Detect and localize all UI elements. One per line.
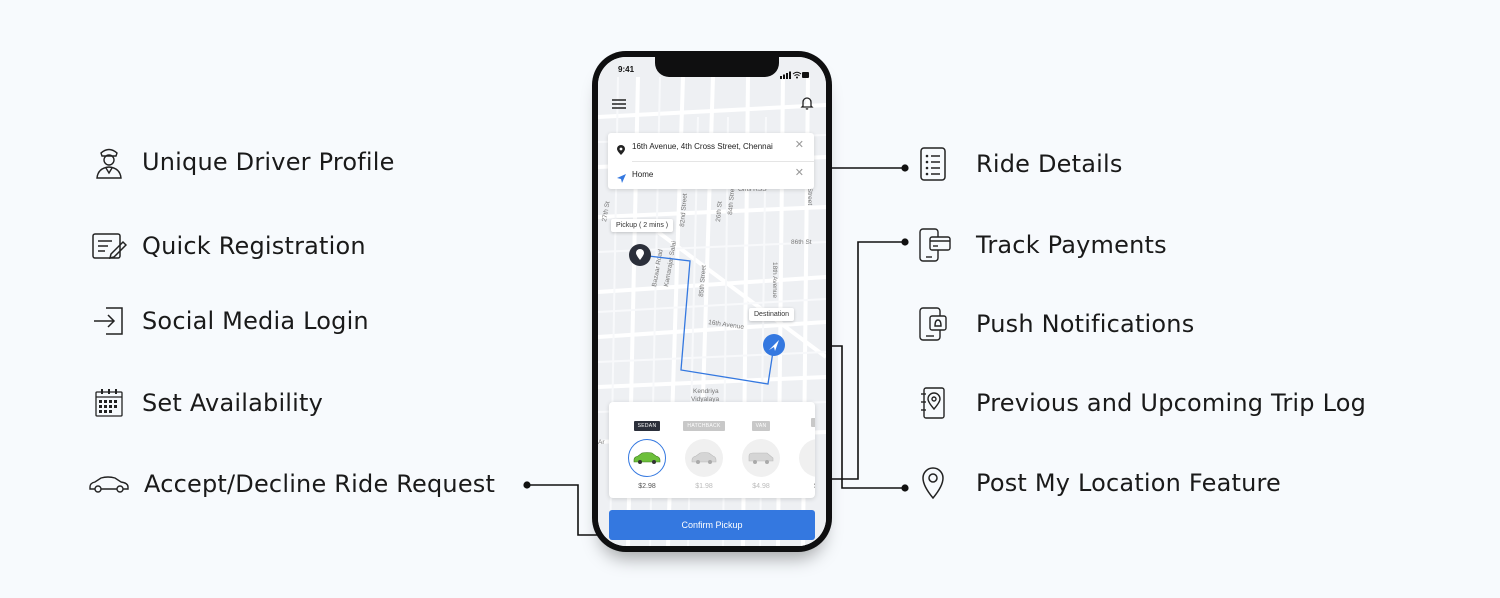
list-icon: [914, 145, 952, 183]
street-label: Ar: [598, 439, 605, 446]
street-label: Vidyalaya: [691, 396, 719, 403]
vehicle-type: [811, 418, 815, 427]
pin-icon: [617, 142, 625, 160]
van-icon: [742, 439, 780, 477]
destination-address: Home: [632, 170, 654, 179]
vehicle-option-van[interactable]: VAN $4.98: [737, 414, 785, 490]
feature-accept-decline-ride-request: Accept/Decline Ride Request: [88, 465, 495, 503]
vehicle-type: SEDAN: [633, 421, 661, 431]
feature-set-availability: Set Availability: [90, 384, 323, 422]
payment-phone-icon: [914, 226, 952, 264]
car-icon: [88, 465, 130, 503]
street-label: 18th Avenue: [771, 262, 778, 298]
location-pin-icon: [914, 464, 952, 502]
feature-label: Previous and Upcoming Trip Log: [976, 389, 1367, 417]
feature-label: Ride Details: [976, 150, 1123, 178]
vehicle-type: VAN: [751, 421, 771, 431]
status-time: 9:41: [618, 65, 635, 74]
login-icon: [90, 302, 128, 340]
street-label: Gins RSS: [738, 186, 767, 193]
menu-icon[interactable]: [611, 97, 627, 111]
feature-label: Push Notifications: [976, 310, 1195, 338]
pickup-address: 16th Avenue, 4th Cross Street, Chennai: [632, 142, 773, 151]
status-icons: [780, 66, 810, 84]
street-label: 16th Avenue: [708, 319, 745, 331]
pickup-eta-tooltip: Pickup ( 2 mins ): [611, 219, 674, 232]
pickup-address-row[interactable]: 16th Avenue, 4th Cross Street, Chennai ✕: [608, 133, 814, 161]
feature-push-notifications: Push Notifications: [914, 305, 1194, 343]
street-label: 84th Street: [727, 183, 737, 215]
vehicle-price: $6: [794, 483, 815, 490]
street-label: 82nd Street: [679, 193, 689, 227]
feature-label: Set Availability: [142, 389, 324, 417]
vehicle-price: $4.98: [752, 483, 770, 490]
confirm-pickup-button[interactable]: Confirm Pickup: [609, 510, 815, 540]
clear-pickup-icon[interactable]: ✕: [794, 139, 804, 151]
street-label: 85th Street: [698, 265, 708, 297]
feature-label: Quick Registration: [142, 232, 366, 260]
clear-destination-icon[interactable]: ✕: [794, 167, 804, 179]
car-icon: [799, 439, 815, 477]
feature-ride-details: Ride Details: [914, 145, 1123, 183]
feature-quick-registration: Quick Registration: [90, 227, 366, 265]
notification-phone-icon: [914, 305, 952, 343]
feature-label: Accept/Decline Ride Request: [144, 470, 496, 498]
feature-label: Post My Location Feature: [976, 469, 1282, 497]
phone-mockup: Gins RSS 27th St Kamarajar Salai 85th St…: [592, 51, 832, 552]
feature-label: Unique Driver Profile: [142, 148, 395, 176]
pickup-marker[interactable]: [629, 244, 651, 266]
registration-form-icon: [90, 227, 128, 265]
feature-trip-log: Previous and Upcoming Trip Log: [914, 384, 1366, 422]
vehicle-type: HATCHBACK: [683, 421, 725, 431]
car-icon: [628, 439, 666, 477]
phone-notch: [655, 57, 779, 77]
street-label: Kendriya: [693, 388, 719, 395]
phone-screen: Gins RSS 27th St Kamarajar Salai 85th St…: [598, 57, 826, 546]
street-label: 86th St: [791, 239, 812, 246]
feature-unique-driver-profile: Unique Driver Profile: [90, 143, 395, 181]
bell-icon[interactable]: [800, 95, 814, 111]
route-line: [639, 254, 775, 385]
vehicle-option-sedan[interactable]: SEDAN $2.98: [623, 414, 671, 490]
feature-track-payments: Track Payments: [914, 226, 1167, 264]
vehicle-selector: SEDAN $2.98 HATCHBACK $1.98 VAN: [609, 402, 815, 498]
vehicle-price: $2.98: [638, 483, 656, 490]
navigation-arrow-icon: [617, 170, 626, 188]
vehicle-price: $1.98: [695, 483, 713, 490]
divider: [632, 161, 814, 162]
address-card: 16th Avenue, 4th Cross Street, Chennai ✕…: [608, 133, 814, 189]
street-label: 8th Street: [806, 177, 813, 205]
vehicle-option-more[interactable]: $6: [794, 414, 815, 490]
destination-marker[interactable]: [763, 334, 785, 356]
feature-label: Track Payments: [976, 231, 1167, 259]
calendar-icon: [90, 384, 128, 422]
destination-tooltip: Destination: [749, 308, 795, 321]
destination-address-row[interactable]: Home ✕: [608, 161, 814, 189]
street-label: 27th St: [601, 201, 612, 223]
street-label: 26th St: [715, 201, 724, 222]
trip-log-icon: [914, 384, 952, 422]
car-icon: [685, 439, 723, 477]
vehicle-option-hatchback[interactable]: HATCHBACK $1.98: [680, 414, 728, 490]
feature-label: Social Media Login: [142, 307, 369, 335]
feature-post-my-location: Post My Location Feature: [914, 464, 1281, 502]
driver-icon: [90, 143, 128, 181]
feature-social-media-login: Social Media Login: [90, 302, 369, 340]
